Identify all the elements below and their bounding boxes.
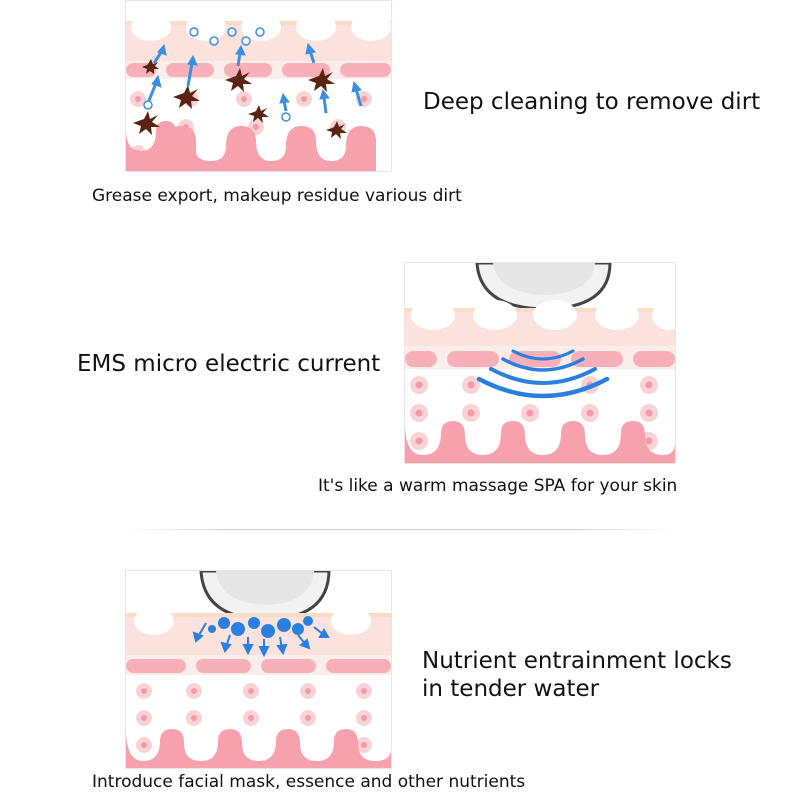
skin-cross-section-dirt-extraction-icon bbox=[126, 1, 391, 171]
section1-headline: Deep cleaning to remove dirt bbox=[423, 89, 761, 115]
section1-caption: Grease export, makeup residue various di… bbox=[92, 186, 462, 206]
skin-cross-section-ems-waves-icon bbox=[405, 263, 675, 463]
skin-cross-section-nutrient-infusion-icon bbox=[126, 571, 391, 768]
skin-illustration-nutrient-infusion bbox=[125, 570, 392, 769]
section2-caption: It's like a warm massage SPA for your sk… bbox=[318, 476, 678, 496]
section2-headline: EMS micro electric current bbox=[77, 351, 381, 377]
section3-caption: Introduce facial mask, essence and other… bbox=[92, 772, 526, 792]
section-divider bbox=[120, 529, 680, 530]
section3-headline-line1: Nutrient entrainment locks bbox=[422, 648, 732, 674]
skin-illustration-ems-waves bbox=[404, 262, 676, 464]
section3-headline-line2: in tender water bbox=[422, 676, 600, 702]
skin-illustration-dirt-extraction bbox=[125, 0, 392, 172]
